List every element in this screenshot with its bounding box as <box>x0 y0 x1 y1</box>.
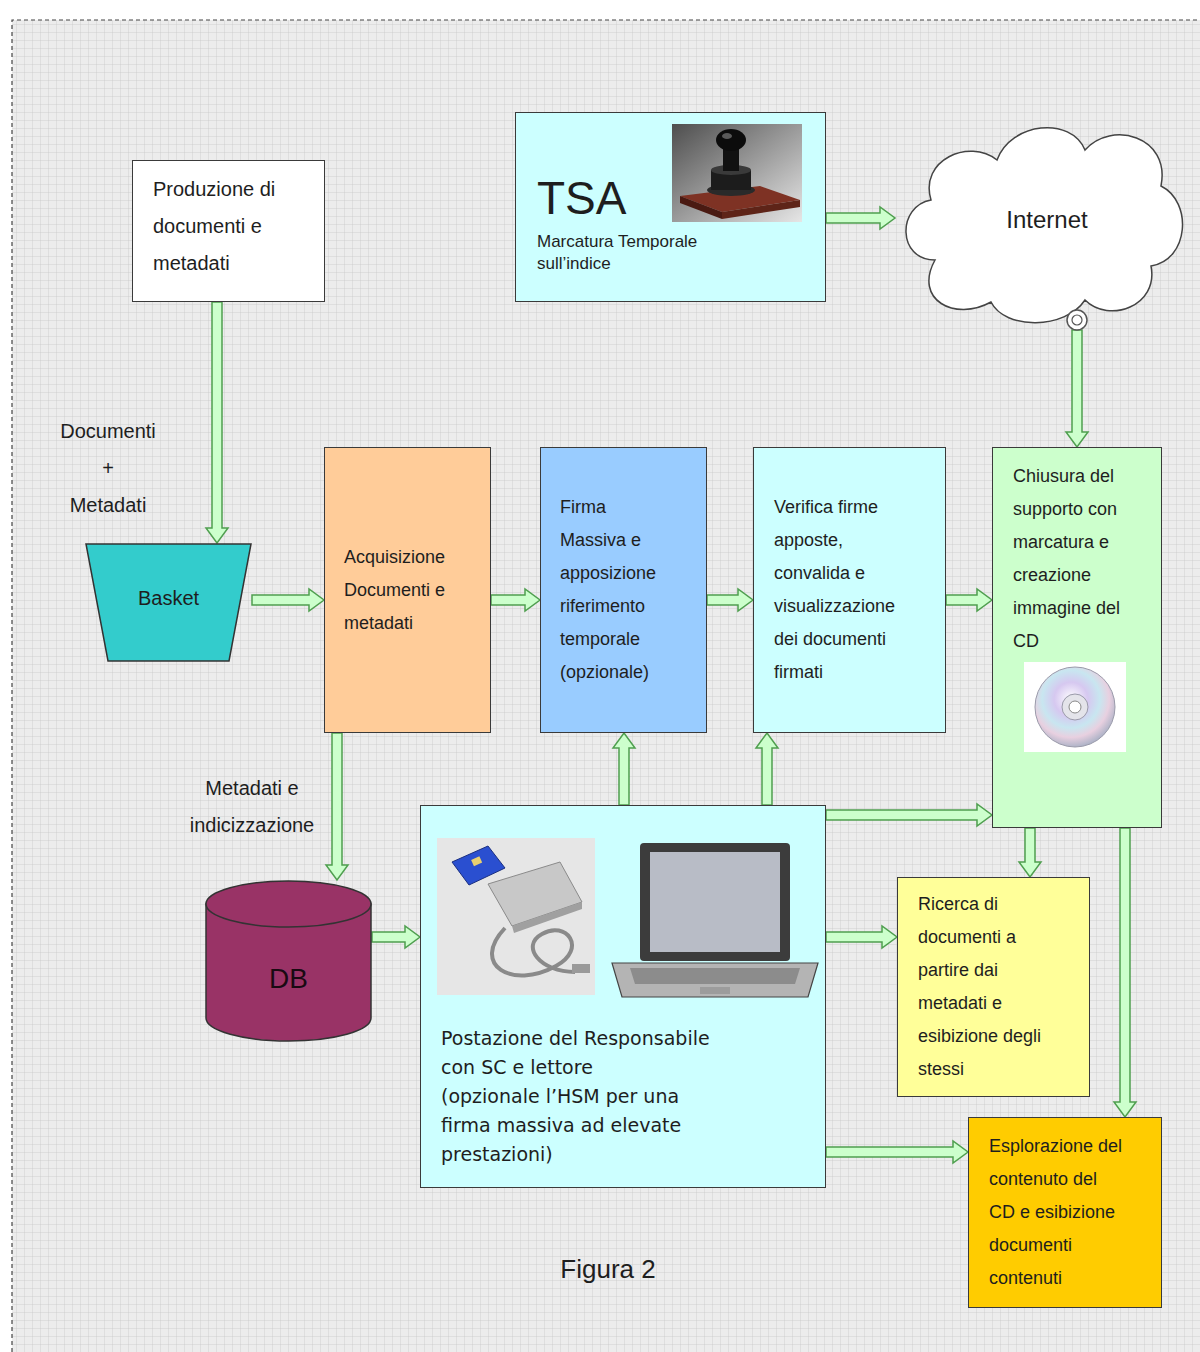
flow-arrow <box>826 207 895 229</box>
stamp-base <box>711 170 751 190</box>
flow-arrow <box>946 589 992 611</box>
laptop-touchpad <box>700 987 730 994</box>
cd-picture <box>1024 662 1126 752</box>
node-text: Chiusura del supporto con marcatura e cr… <box>1013 460 1141 658</box>
node-text: Postazione del Responsabile con SC e let… <box>441 1024 727 1082</box>
stamp-foot <box>707 184 755 196</box>
flow-arrow <box>1066 330 1088 447</box>
process-box: Verifica firme apposte, convalida e visu… <box>753 447 946 733</box>
output-box: Ricerca di documenti a partire dai metad… <box>897 877 1090 1097</box>
reader-side <box>512 902 582 933</box>
output-box: Esplorazione del contenuto del CD e esib… <box>968 1117 1162 1308</box>
edge-label: Documenti + Metadati <box>58 413 158 524</box>
grid-area <box>12 20 1200 1352</box>
process-box: Chiusura del supporto con marcatura e cr… <box>992 447 1162 828</box>
stamp-glint <box>722 133 732 139</box>
database-cylinder: DB <box>205 880 372 1042</box>
process-box: Firma Massiva e apposizione riferimento … <box>540 447 707 733</box>
flow-arrow <box>326 733 348 880</box>
cd-hole <box>1069 701 1081 713</box>
internet-cloud: Internet <box>895 110 1185 330</box>
workstation-box: Postazione del Responsabile con SC e let… <box>420 805 826 1188</box>
cd-disc <box>1035 667 1115 747</box>
flow-arrow <box>252 589 324 611</box>
usb-plug <box>572 964 590 973</box>
process-box: Acquisizione Documenti e metadati <box>324 447 491 733</box>
laptop-base <box>612 963 818 997</box>
node-text: Basket <box>138 585 199 611</box>
stamp-pad <box>680 186 800 212</box>
cylinder-outline <box>205 880 372 1042</box>
node-text: Esplorazione del contenuto del CD e esib… <box>989 1130 1125 1295</box>
laptop-keyboard <box>630 968 800 984</box>
laptop-lid <box>640 843 790 961</box>
photo-ground <box>437 838 595 995</box>
flow-arrow <box>1019 828 1041 877</box>
cd-ground <box>1024 662 1126 752</box>
cylinder-top <box>206 881 371 927</box>
plug-hole <box>1072 315 1082 325</box>
node-text: Produzione di documenti e metadati <box>153 171 303 282</box>
node-text: TSA <box>537 175 626 221</box>
flow-arrow <box>491 589 540 611</box>
edge-label: Metadati e indicizzazione <box>182 770 322 844</box>
node-text: Marcatura Temporale sull’indice <box>537 231 698 275</box>
plug-ring <box>1067 310 1087 330</box>
cloud-shape <box>906 128 1183 323</box>
reader-body <box>488 862 582 926</box>
flow-arrow <box>206 302 228 543</box>
laptop-screen <box>650 852 780 952</box>
node-text: Firma Massiva e apposizione riferimento … <box>560 491 672 689</box>
flow-arrow <box>372 926 420 948</box>
flow-arrow <box>756 733 778 805</box>
figure-caption: Figura 2 <box>508 1252 708 1286</box>
process-box: Produzione di documenti e metadati <box>132 160 325 302</box>
laptop-picture <box>612 843 818 997</box>
node-text: DB <box>269 962 308 996</box>
smart-card <box>452 846 505 885</box>
stamp-photo <box>672 124 802 222</box>
flow-arrow <box>1114 828 1136 1117</box>
basket-trapezoid: Basket <box>85 543 252 662</box>
photo-ground <box>672 124 802 222</box>
flow-arrow <box>613 733 635 805</box>
stamp-knob <box>716 129 746 151</box>
flow-arrow <box>826 926 897 948</box>
node-text: Internet <box>1006 205 1087 235</box>
card-reader-photo <box>437 838 595 995</box>
stamp-pad-side <box>680 196 722 219</box>
node-text: (opzionale l’HSM per una firma massiva a… <box>441 1082 727 1169</box>
flow-arrow <box>826 804 992 826</box>
node-text: Verifica firme apposte, convalida e visu… <box>774 491 914 689</box>
tsa-box: TSA Marcatura Temporale sull’indice <box>515 112 826 302</box>
node-text: Ricerca di documenti a partire dai metad… <box>918 888 1058 1086</box>
flow-arrow <box>826 1141 968 1163</box>
trapezoid-shape <box>86 544 251 661</box>
stamp-neck <box>723 144 739 171</box>
cd-hub <box>1062 694 1088 720</box>
stamp-base-top <box>711 165 751 175</box>
flow-arrow <box>707 589 753 611</box>
stamp-pad-front <box>722 200 800 219</box>
dashed-frame <box>12 20 1200 1352</box>
card-chip <box>471 856 482 866</box>
network-plug <box>1067 310 1087 330</box>
usb-cable <box>492 928 575 975</box>
node-text: Acquisizione Documenti e metadati <box>344 541 471 640</box>
